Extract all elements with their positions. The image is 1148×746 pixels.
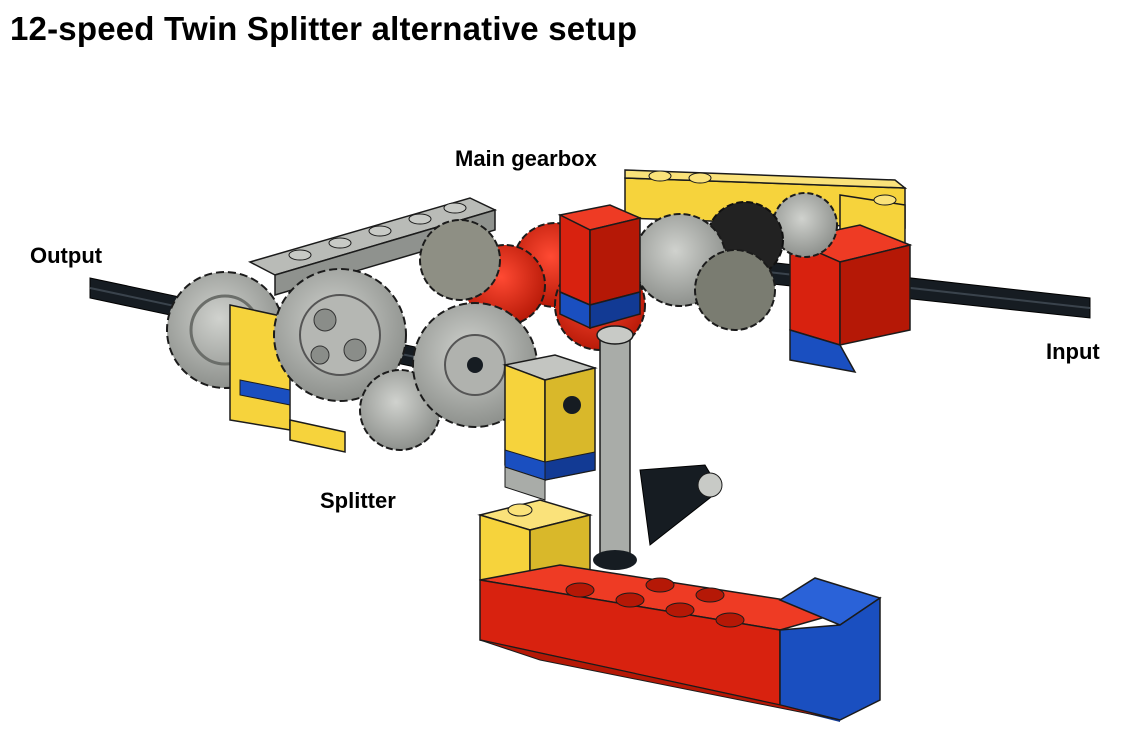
base-assembly [477, 499, 882, 722]
red-brick-middle [557, 204, 643, 330]
output-gears [166, 268, 441, 453]
diagram-title: 12-speed Twin Splitter alternative setup [10, 10, 638, 47]
label-main-gearbox: Main gearbox [455, 146, 597, 171]
label-output: Output [30, 243, 103, 268]
front-column [502, 354, 598, 501]
label-input: Input [1046, 339, 1100, 364]
label-splitter: Splitter [320, 488, 396, 513]
shift-lever [593, 325, 723, 570]
